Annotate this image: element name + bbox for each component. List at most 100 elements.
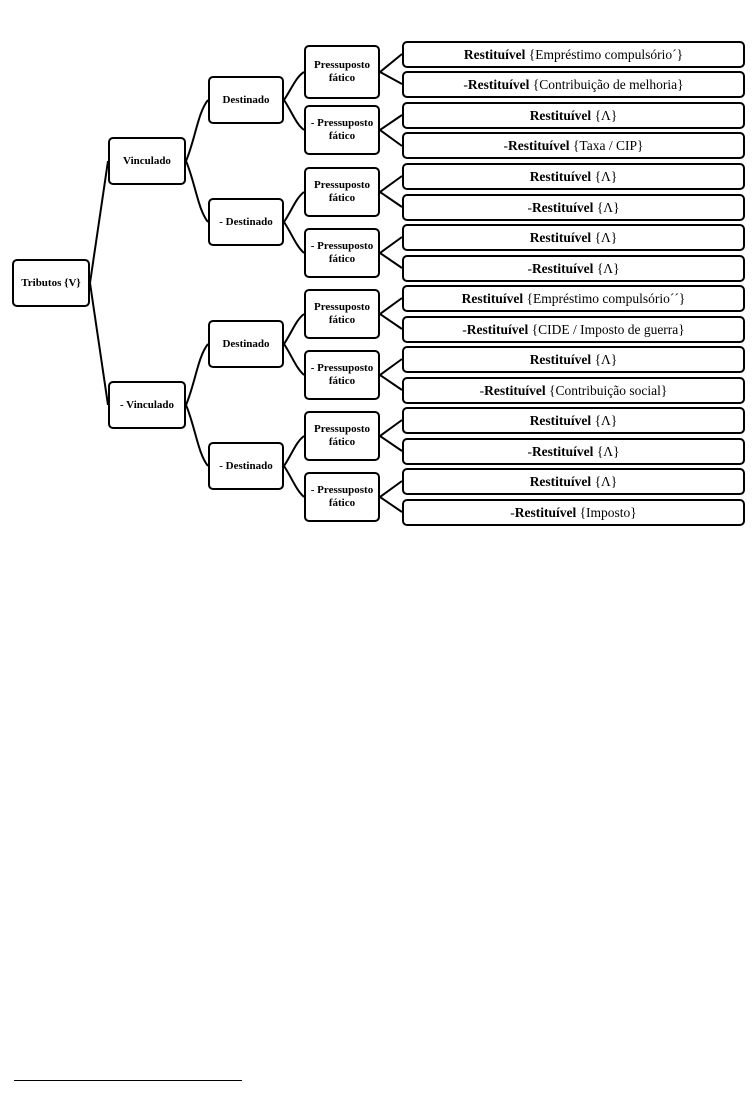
connector [379, 358, 403, 376]
connector [185, 160, 209, 223]
leaf-set: {Empréstimo compulsório´} [528, 47, 684, 62]
node-label-line1: - Pressuposto [310, 362, 374, 374]
connector [379, 71, 403, 85]
node-label-line1: - Pressuposto [310, 484, 374, 496]
leaf-set: {Contribuição de melhoria} [532, 77, 684, 92]
connector [283, 99, 305, 131]
leaf-set: {CIDE / Imposto de guerra} [531, 322, 685, 337]
node-label-line1: Pressuposto [313, 179, 371, 191]
connector [283, 465, 305, 498]
leaf-restituivel: - Restituível {Taxa / CIP} [402, 132, 745, 159]
leaf-restituivel: Restituível {Λ} [402, 224, 745, 251]
connector [379, 53, 403, 73]
leaf-set: {Empréstimo compulsório´´} [526, 291, 686, 306]
leaf-set: {Λ} [594, 230, 618, 245]
connector [185, 99, 209, 162]
node-label: - Vinculado [119, 398, 175, 411]
leaf-prefix: - [462, 322, 467, 337]
leaf-term: Restituível [514, 505, 577, 520]
node-label: Vinculado [123, 154, 171, 167]
node-destinado: Destinado [208, 76, 284, 124]
connector [283, 435, 305, 467]
node-label-line2: fático [328, 130, 356, 142]
leaf-prefix: - [510, 505, 515, 520]
leaf-term: Restituível [531, 444, 594, 459]
node-label-line2: fático [328, 253, 356, 265]
node-nao-destinado: - Destinado [208, 198, 284, 246]
leaf-restituivel: Restituível {Λ} [402, 407, 745, 434]
leaf-set: {Λ} [596, 261, 620, 276]
node-label: Destinado [222, 337, 270, 350]
leaf-set: {Taxa / CIP} [572, 138, 644, 153]
connector [379, 191, 403, 208]
node-label: Destinado [222, 93, 270, 106]
leaf-term: Restituível [508, 138, 570, 153]
node-label-line2: fático [328, 497, 356, 509]
leaf-set: {Λ} [596, 200, 620, 215]
leaf-term: Restituível [529, 108, 592, 123]
leaf-set: {Λ} [594, 474, 618, 489]
connector [283, 313, 305, 345]
connector [379, 236, 403, 254]
connector [379, 129, 403, 147]
leaf-restituivel: - Restituível {CIDE / Imposto de guerra} [402, 316, 745, 343]
leaf-set: {Imposto} [579, 505, 637, 520]
leaf-term: Restituível [529, 413, 592, 428]
leaf-restituivel: Restituível {Empréstimo compulsório´´} [402, 285, 745, 312]
connector [185, 343, 209, 406]
leaf-term: Restituível [531, 200, 594, 215]
leaf-set: {Λ} [594, 413, 618, 428]
connector [379, 419, 403, 437]
leaf-prefix: - [527, 200, 532, 215]
leaf-restituivel: - Restituível {Λ} [402, 194, 745, 221]
connector [379, 175, 403, 193]
node-label-line1: Pressuposto [313, 423, 371, 435]
leaf-restituivel: - Restituível {Contribuição de melhoria} [402, 71, 745, 98]
node-label-line1: - Pressuposto [310, 117, 374, 129]
node-label-line1: Pressuposto [313, 301, 371, 313]
leaf-term: Restituível [531, 261, 594, 276]
node-nao-destinado: - Destinado [208, 442, 284, 490]
leaf-restituivel: - Restituível {Λ} [402, 255, 745, 282]
leaf-term: Restituível [529, 230, 592, 245]
leaf-set: {Λ} [594, 108, 618, 123]
leaf-restituivel: Restituível {Λ} [402, 163, 745, 190]
connector [379, 297, 403, 315]
leaf-restituivel: - Restituível {Imposto} [402, 499, 745, 526]
leaf-restituivel: Restituível {Λ} [402, 346, 745, 373]
node-label-line2: fático [328, 72, 356, 84]
leaf-set: {Contribuição social} [549, 383, 668, 398]
connector [379, 374, 403, 391]
connector [379, 252, 403, 269]
connector [283, 191, 305, 223]
connector [379, 114, 403, 131]
leaf-term: Restituível [529, 474, 592, 489]
footnote-separator [14, 1080, 242, 1081]
connector [89, 160, 109, 284]
connector [379, 435, 403, 452]
node-vinculado: Vinculado [108, 137, 186, 185]
node-label-line2: fático [328, 375, 356, 387]
connector [379, 313, 403, 330]
leaf-prefix: - [527, 444, 532, 459]
node-nao-vinculado: - Vinculado [108, 381, 186, 429]
node-label-line1: Pressuposto [313, 59, 371, 71]
root-node-tributos: Tributos {V} [12, 259, 90, 307]
connector [283, 71, 305, 101]
leaf-restituivel: Restituível {Λ} [402, 468, 745, 495]
leaf-restituivel: - Restituível {Λ} [402, 438, 745, 465]
leaf-term: Restituível [529, 169, 592, 184]
leaf-term: Restituível [467, 77, 530, 92]
root-label: Tributos {V} [21, 276, 81, 289]
leaf-set: {Λ} [594, 352, 618, 367]
leaf-term: Restituível [466, 322, 529, 337]
node-label-line1: - Pressuposto [310, 240, 374, 252]
